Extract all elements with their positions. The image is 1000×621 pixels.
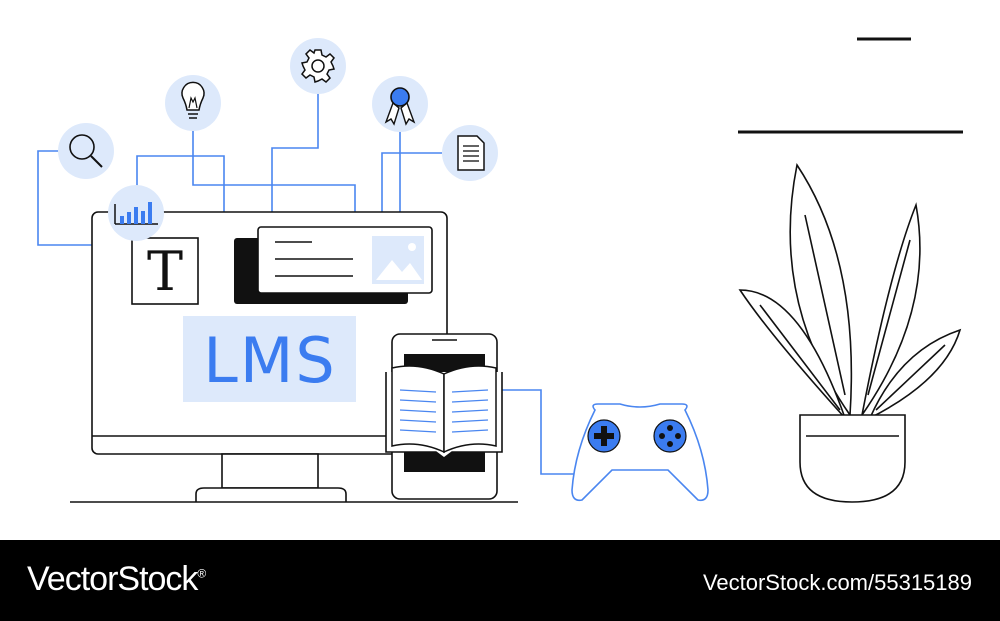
image-icon bbox=[372, 236, 424, 284]
connector-lines bbox=[37, 92, 578, 475]
illustration: T LMS bbox=[37, 37, 963, 503]
lms-banner: LMS bbox=[183, 316, 356, 402]
award-ribbon-icon bbox=[372, 76, 428, 132]
lightbulb-icon bbox=[165, 75, 221, 131]
watermark-footer: VectorStock® VectorStock.com/55315189 bbox=[0, 540, 1000, 621]
text-tile-letter: T bbox=[147, 240, 183, 303]
vectorstock-logo: VectorStock® bbox=[27, 560, 206, 599]
document-icon bbox=[442, 125, 498, 181]
lms-label: LMS bbox=[203, 324, 336, 397]
brand-name: VectorStock bbox=[27, 560, 198, 598]
bar-chart-icon bbox=[108, 185, 164, 241]
open-book-icon bbox=[385, 365, 503, 459]
content-card bbox=[234, 226, 433, 304]
image-url: VectorStock.com/55315189 bbox=[702, 570, 972, 595]
potted-plant-icon bbox=[738, 162, 962, 503]
lms-illustration-svg: T LMS bbox=[37, 37, 963, 503]
search-icon bbox=[58, 123, 114, 179]
gear-icon bbox=[290, 38, 346, 94]
wall-shelves bbox=[738, 37, 963, 134]
registered-mark: ® bbox=[197, 566, 206, 581]
gamepad-icon bbox=[571, 403, 709, 502]
text-tile: T bbox=[131, 237, 199, 305]
